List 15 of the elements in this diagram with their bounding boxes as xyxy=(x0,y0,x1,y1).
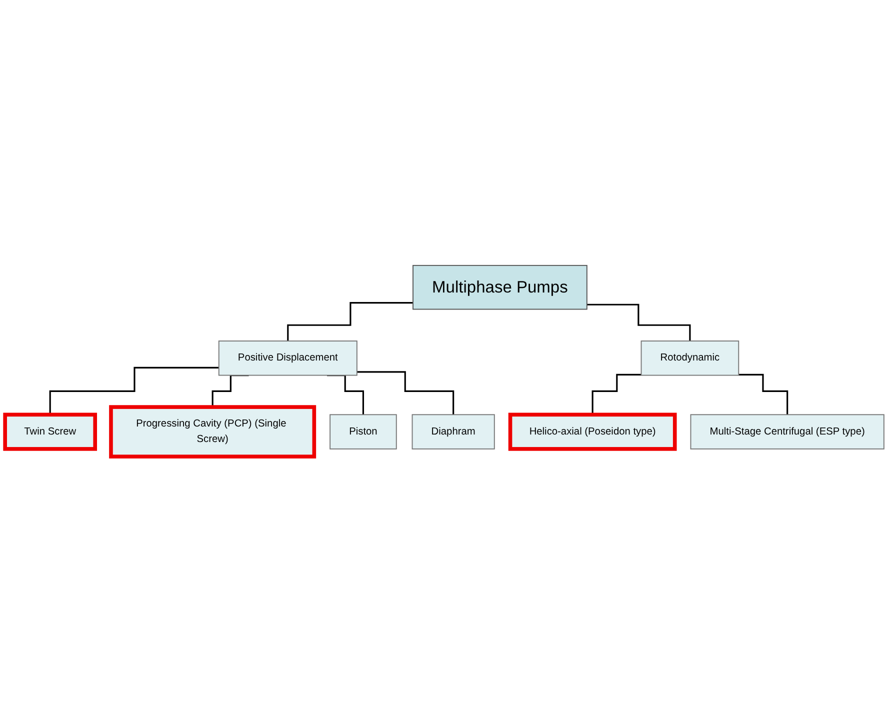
connector xyxy=(586,304,691,342)
connector xyxy=(356,371,454,416)
connector xyxy=(738,374,788,416)
node-box: Progressing Cavity (PCP) (Single Screw) xyxy=(109,405,316,458)
node-box: Positive Displacement xyxy=(218,340,358,376)
node-box: Rotodynamic xyxy=(640,340,740,376)
connector xyxy=(49,366,219,416)
node-box: Piston xyxy=(330,414,397,450)
connector xyxy=(592,374,642,416)
node-box: Diaphram xyxy=(412,414,495,450)
node-box: Helico-axial (Poseidon type) xyxy=(508,412,677,451)
connector xyxy=(287,302,413,342)
node-box: Multiphase Pumps xyxy=(412,264,588,310)
node-box: Multi-Stage Centrifugal (ESP type) xyxy=(690,414,884,450)
node-box: Twin Screw xyxy=(3,412,98,451)
